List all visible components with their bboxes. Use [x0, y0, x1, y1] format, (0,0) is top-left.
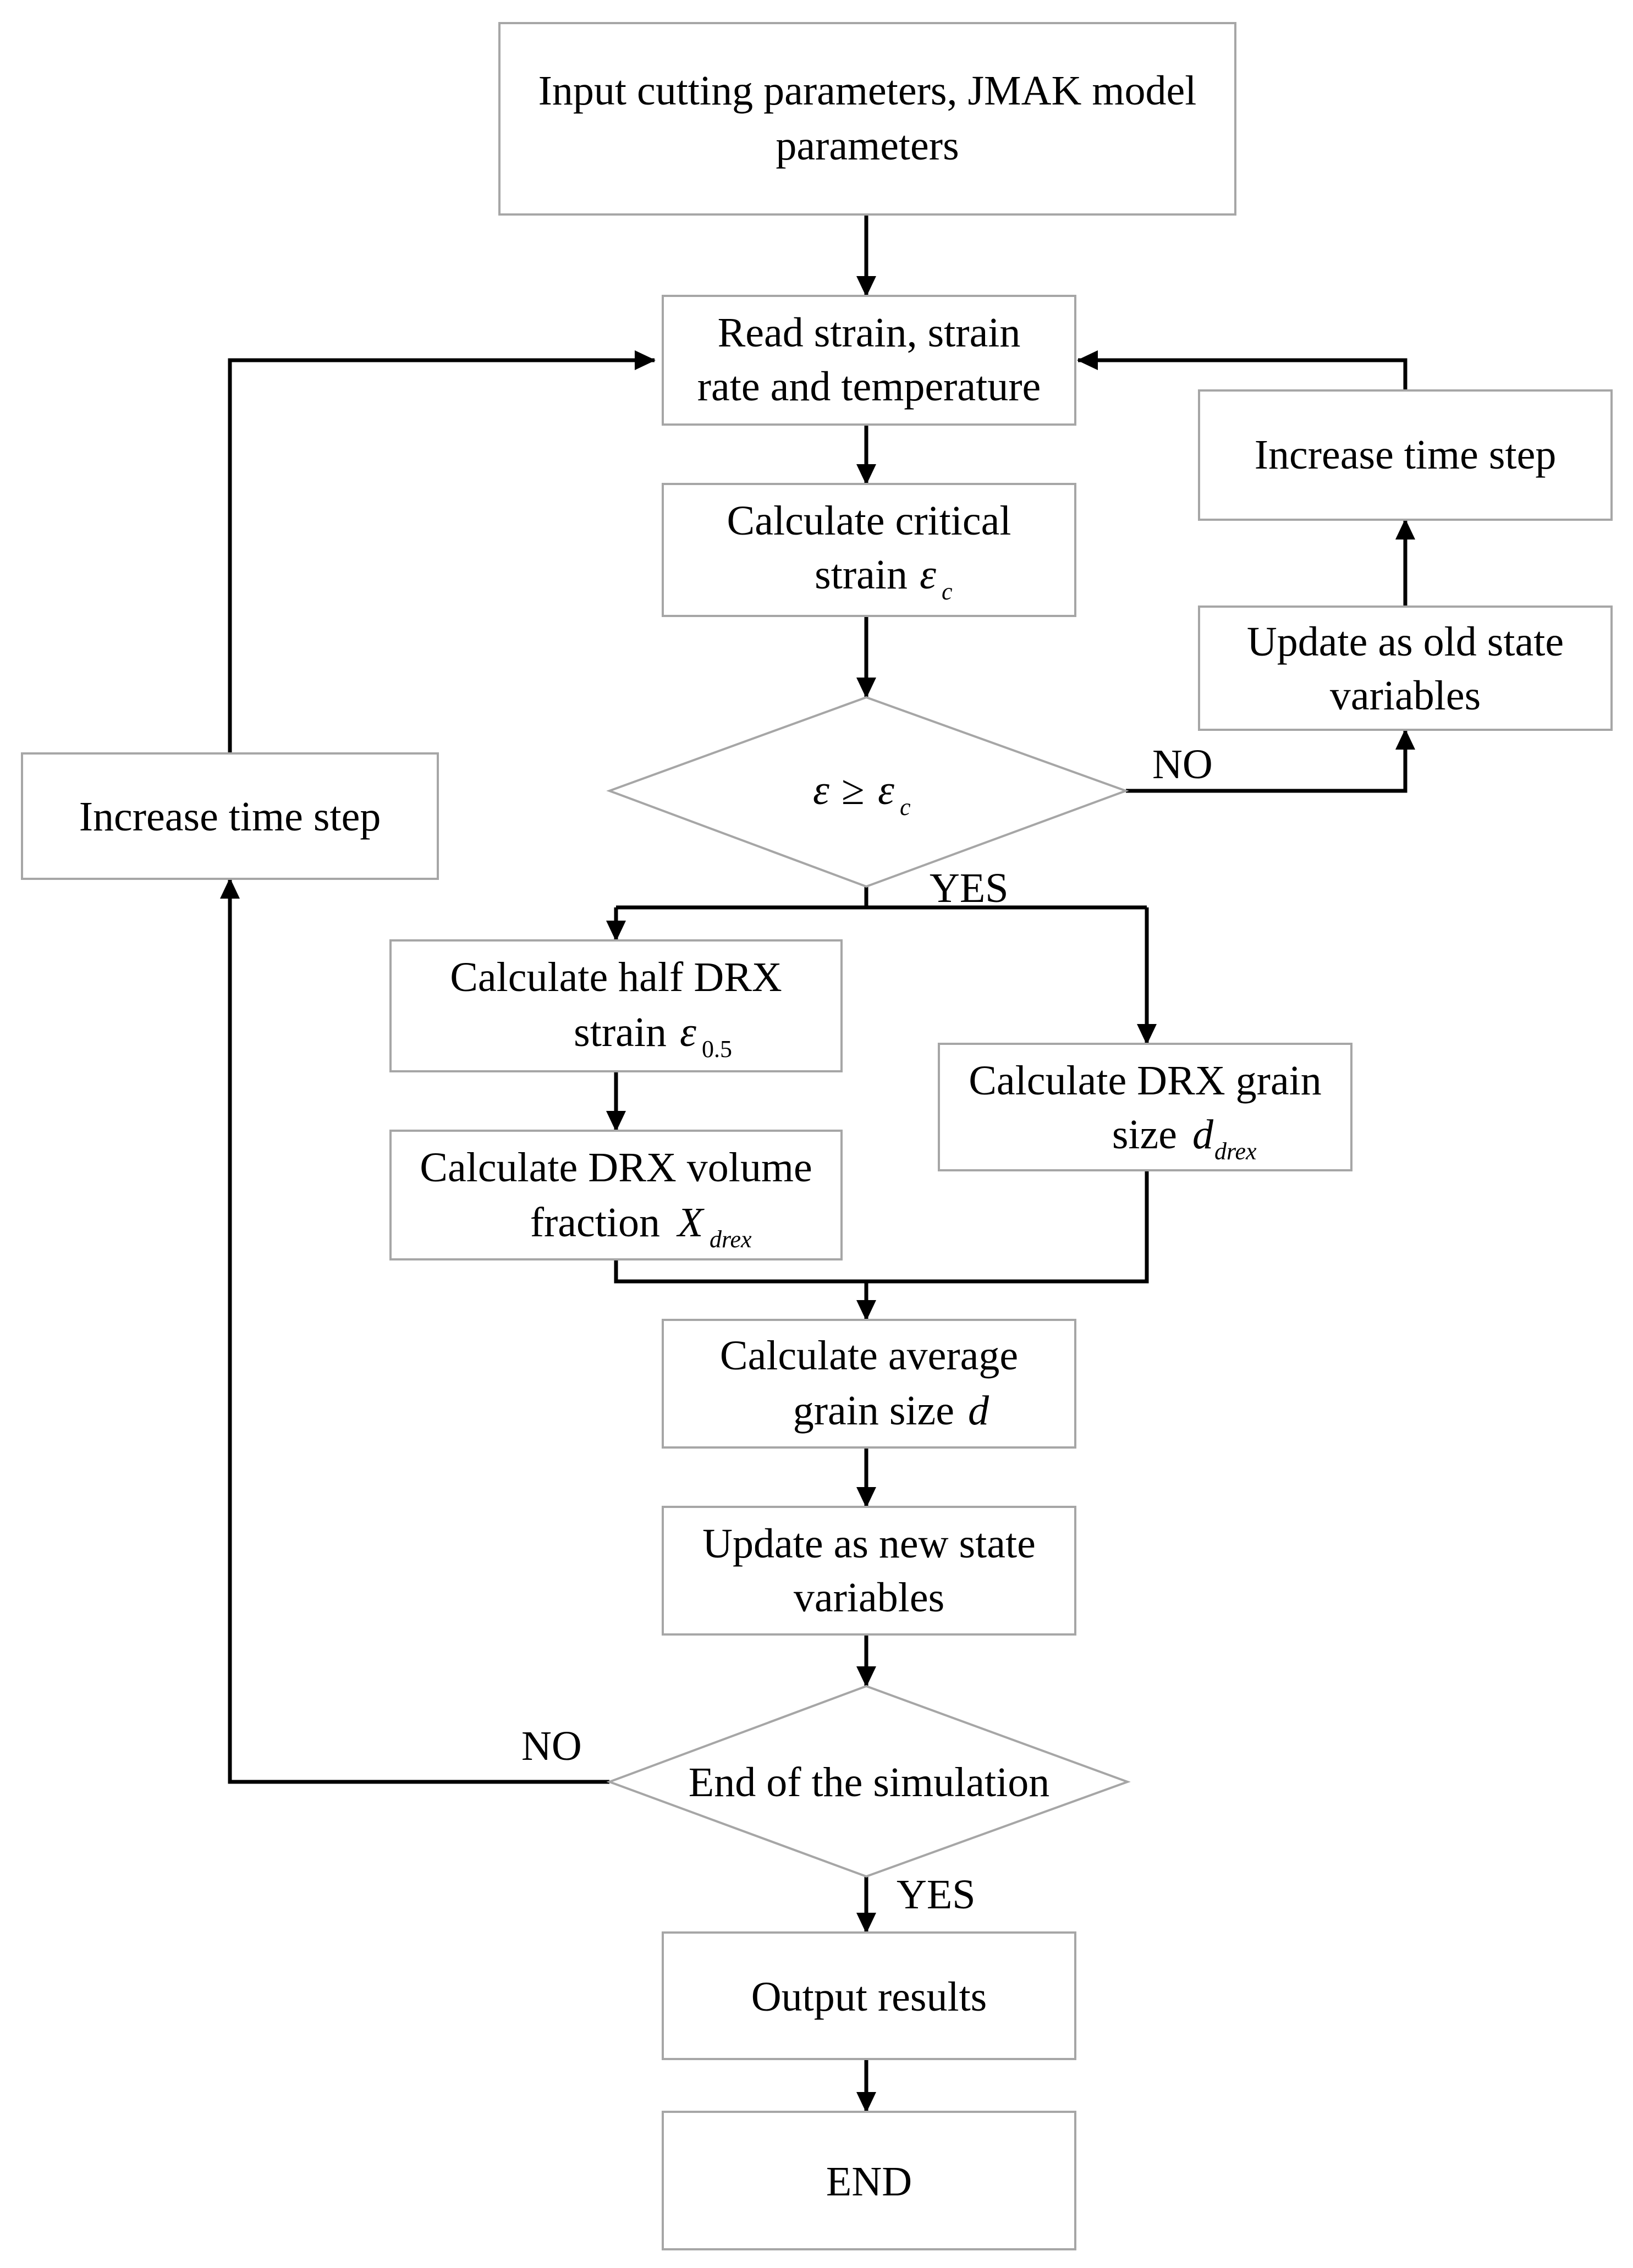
half-drx-line2: strain: [574, 1009, 667, 1055]
critical-line2: strain: [815, 552, 908, 598]
node-update-new: Update as new state variables: [662, 1506, 1076, 1636]
output-label: Output results: [751, 1974, 987, 2020]
edge-label-yes-bottom: YES: [897, 1871, 976, 1918]
edge-increase-right-to-read: [1077, 350, 1407, 390]
update-new-line2: variables: [794, 1575, 944, 1621]
node-drx-grain: Calculate DRX grain size d drex: [938, 1043, 1352, 1171]
average-line1: Calculate average: [720, 1333, 1018, 1379]
condition-lhs: ε: [813, 767, 829, 813]
node-half-drx: Calculate half DRX strain ε 0.5: [389, 939, 843, 1072]
edge-label-yes-top: YES: [930, 865, 1009, 911]
read-line2: rate and temperature: [697, 364, 1041, 410]
node-critical: Calculate critical strain ε c: [662, 483, 1076, 617]
condition-rhs-subscript: c: [900, 794, 911, 821]
increase-left-label: Increase time step: [79, 794, 381, 840]
edge-condition-no-to-update-old: [1126, 729, 1415, 793]
condition-operator: ≥: [842, 767, 865, 813]
drx-grain-line1: Calculate DRX grain: [969, 1058, 1322, 1104]
half-drx-line1: Calculate half DRX: [450, 954, 782, 1000]
edge-label-no-top: NO: [1152, 741, 1213, 788]
half-drx-symbol: ε: [680, 1009, 696, 1055]
connectors: [220, 214, 1415, 2113]
critical-symbol: ε: [920, 552, 936, 598]
edge-end-sim-no-to-increase-left: [220, 878, 609, 1784]
drx-volume-subscript: drex: [710, 1226, 752, 1253]
drx-volume-line2: fraction: [530, 1199, 660, 1246]
drx-grain-line2: size: [1112, 1111, 1177, 1158]
edge-volume-to-merge: [614, 1170, 1149, 1284]
node-end-sim: End of the simulation: [606, 1685, 1131, 1878]
condition-rhs: ε: [878, 767, 894, 813]
update-new-line1: Update as new state: [702, 1521, 1036, 1567]
input-line1: Input cutting parameters, JMAK model: [538, 68, 1197, 114]
end-sim-label: End of the simulation: [689, 1759, 1049, 1805]
update-old-line1: Update as old state: [1247, 619, 1564, 665]
drx-grain-symbol: d: [1192, 1111, 1214, 1158]
average-symbol: d: [968, 1388, 989, 1434]
node-drx-volume: Calculate DRX volume fraction X drex: [389, 1130, 843, 1260]
node-condition: ε ≥ ε c: [606, 696, 1129, 888]
half-drx-subscript: 0.5: [702, 1036, 732, 1063]
node-output: Output results: [662, 1931, 1076, 2060]
read-line1: Read strain, strain: [718, 310, 1021, 356]
input-line2: parameters: [776, 123, 959, 169]
increase-right-label: Increase time step: [1255, 432, 1557, 478]
edge-label-no-bottom: NO: [521, 1723, 582, 1769]
node-average: Calculate average grain size d: [662, 1319, 1076, 1449]
node-read: Read strain, strain rate and temperature: [662, 295, 1076, 426]
end-label: END: [826, 2159, 912, 2205]
node-increase-right: Increase time step: [1198, 389, 1613, 521]
node-increase-left: Increase time step: [21, 752, 439, 880]
node-update-old: Update as old state variables: [1198, 605, 1613, 731]
critical-subscript: c: [942, 578, 953, 605]
node-input: Input cutting parameters, JMAK model par…: [498, 22, 1236, 216]
node-end: END: [662, 2111, 1076, 2250]
edge-increase-left-to-read: [228, 350, 656, 753]
drx-volume-symbol: X: [676, 1199, 705, 1246]
update-old-line2: variables: [1330, 673, 1481, 719]
critical-line1: Calculate critical: [727, 498, 1011, 544]
average-line2: grain size: [793, 1388, 954, 1434]
drx-volume-line1: Calculate DRX volume: [420, 1144, 812, 1191]
drx-grain-subscript: drex: [1214, 1138, 1257, 1165]
